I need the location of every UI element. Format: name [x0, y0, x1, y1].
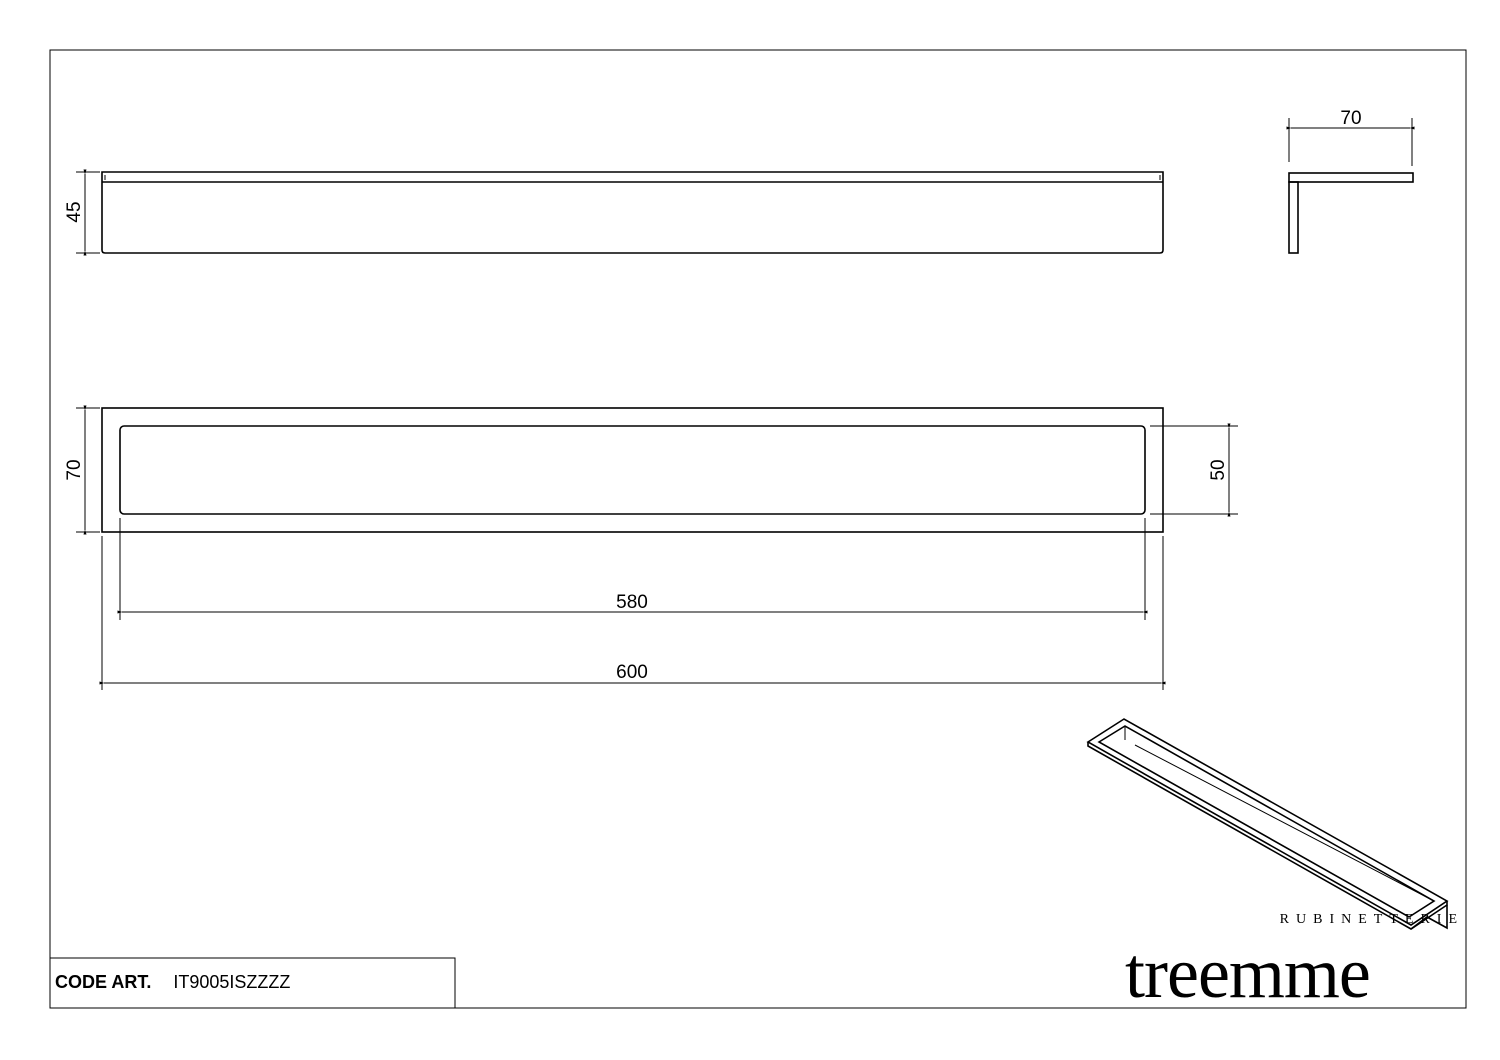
- dim-580: 580: [616, 592, 648, 613]
- code-label: CODE ART.: [55, 972, 152, 992]
- logo-main: treemme: [1125, 933, 1371, 1013]
- front-view: 70 50 580 600: [64, 405, 1238, 690]
- dim-50: 50: [1208, 459, 1229, 480]
- dim-600: 600: [616, 662, 648, 683]
- drawing-frame: [49, 49, 1467, 1009]
- title-block-frame: [49, 957, 456, 1009]
- dim-45: 45: [64, 201, 85, 222]
- title-block: CODE ART. IT9005ISZZZZ: [55, 972, 290, 993]
- isometric-view: [1086, 718, 1449, 930]
- side-view: 70: [1286, 108, 1415, 254]
- logo-sub: RUBINETTERIE: [1279, 912, 1464, 927]
- code-value: IT9005ISZZZZ: [173, 972, 291, 992]
- dim-70-front: 70: [64, 459, 85, 480]
- dim-70-side: 70: [1340, 108, 1361, 129]
- top-view: 45: [64, 169, 1164, 256]
